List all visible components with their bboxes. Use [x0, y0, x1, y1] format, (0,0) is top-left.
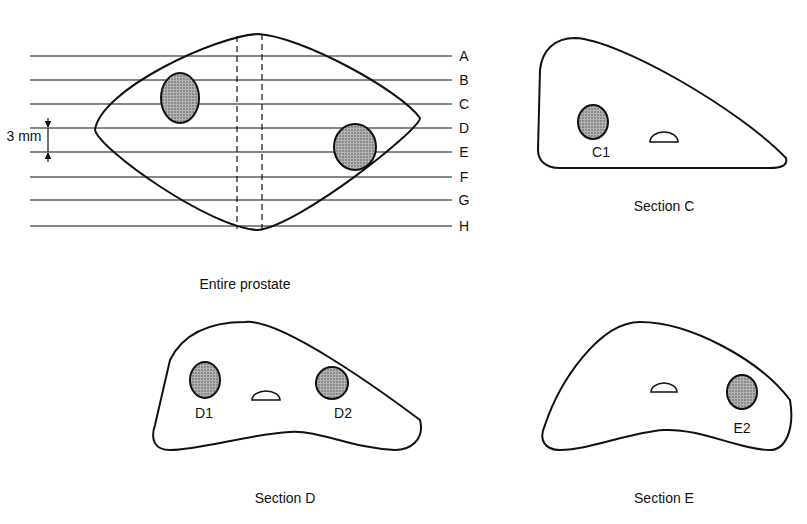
- figure-caption: Entire prostate: [199, 277, 290, 291]
- tumor-label: C1: [592, 145, 610, 159]
- section-letter: B: [459, 73, 468, 87]
- section-letter: H: [459, 219, 469, 233]
- section-letter: C: [459, 97, 469, 111]
- dimension-label: 3 mm: [7, 129, 42, 143]
- figure-caption: Section C: [634, 199, 695, 213]
- section-letter: E: [459, 145, 468, 159]
- tumor-label: D1: [195, 406, 213, 420]
- tumor-label: D2: [334, 406, 352, 420]
- figure-caption: Section D: [255, 491, 316, 505]
- section-letter: F: [460, 170, 469, 184]
- section-letter: G: [459, 193, 470, 207]
- section-letter: A: [459, 49, 468, 63]
- section-letter: D: [459, 121, 469, 135]
- figure-caption: Section E: [634, 491, 694, 505]
- tumor-label: E2: [733, 421, 750, 435]
